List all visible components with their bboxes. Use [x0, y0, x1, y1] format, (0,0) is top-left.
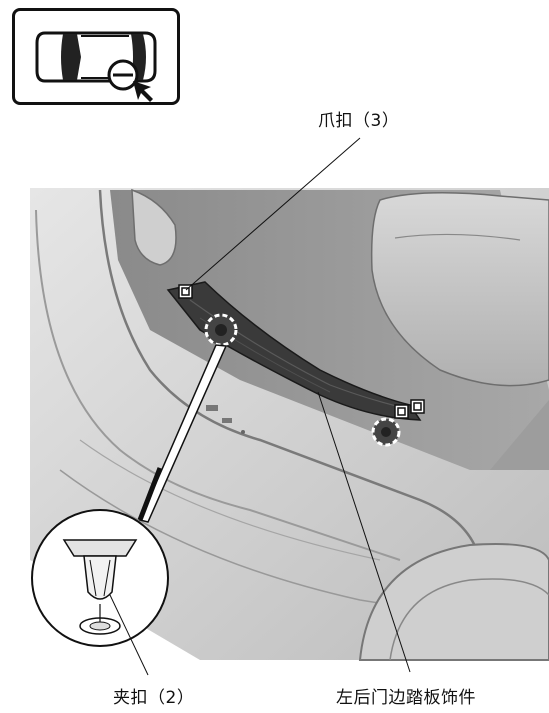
detail-callout	[138, 344, 228, 523]
claw-clip-label: 爪扣（3）	[318, 111, 400, 131]
push-clip-icon	[204, 313, 401, 447]
leader-line-claw	[185, 137, 361, 291]
vehicle-locator-box	[12, 8, 180, 105]
pointer-arrow-icon	[133, 81, 153, 102]
clip-label: 夹扣（2）	[113, 688, 195, 708]
leader-line-part	[317, 391, 411, 673]
part-name-label: 左后门边踏板饰件	[336, 688, 476, 708]
clip-detail-view	[31, 509, 169, 647]
magnifier-icon	[107, 59, 139, 91]
claw-clip-icon	[178, 284, 425, 419]
leader-line-clip	[109, 594, 149, 676]
